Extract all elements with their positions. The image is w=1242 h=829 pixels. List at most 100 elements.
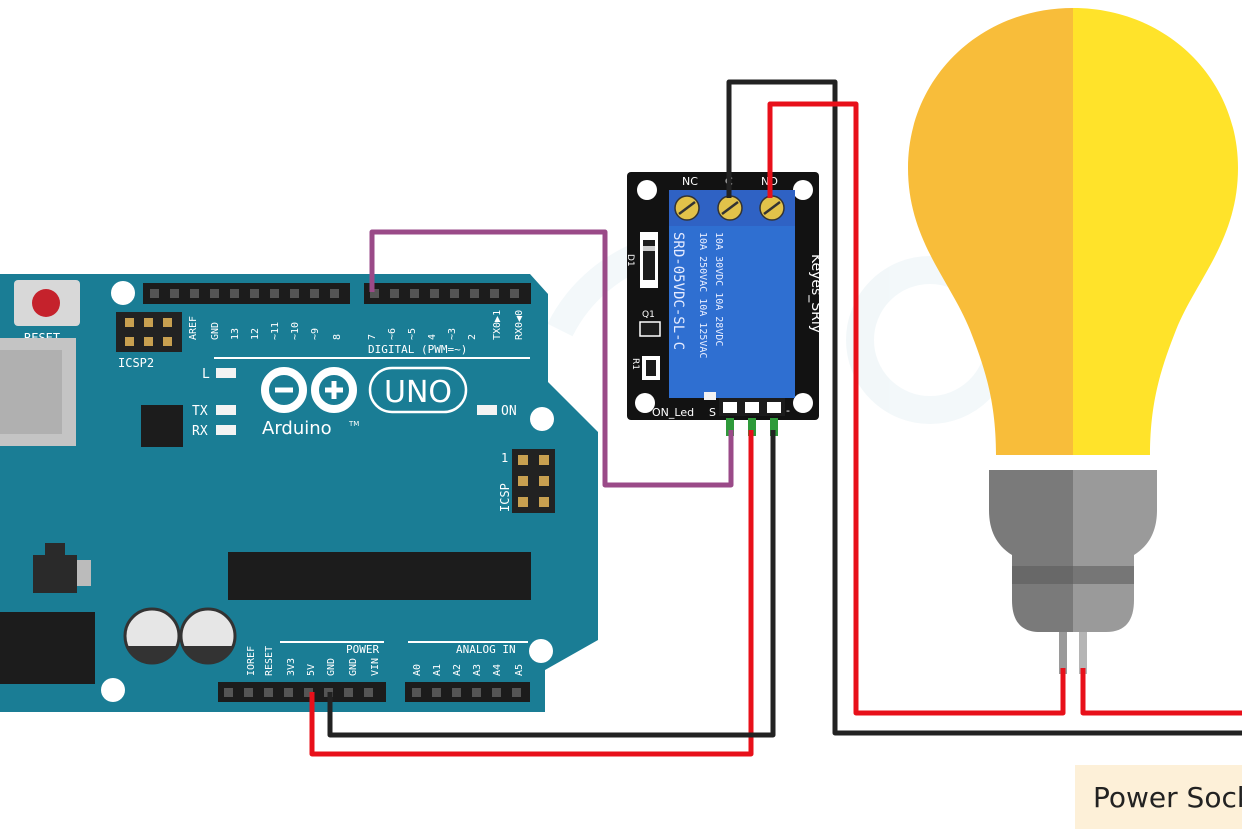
relay-module: NC C NO SRD-05VDC-SL-C 10A 250VAC 10A 12… [625,172,824,436]
analog-pin-label: A2 [452,664,463,676]
icsp-label: ICSP [498,483,512,512]
digital-pin-label: 8 [332,334,343,340]
regulator-tab [45,543,65,557]
bulb-terminal-left [1059,632,1067,674]
header-pin [432,688,441,697]
mounting-hole [530,407,554,431]
relay-hole [793,180,813,200]
board-pcb [0,274,598,712]
digital-pin-label: RX0◀0 [514,310,525,340]
on-led-label: ON_Led [652,406,694,419]
header-pin [150,289,159,298]
voltage-regulator [33,555,77,593]
digital-label: DIGITAL (PWM=~) [368,343,467,356]
digital-pin-label: 4 [427,334,438,340]
header-pin [492,688,501,697]
header-pin [364,688,373,697]
screw-terminals [674,195,785,221]
power-jack [0,612,95,684]
analog-pin-label: A0 [412,664,423,676]
regulator-pins [77,560,91,586]
header-pin [510,289,519,298]
digital-pin-label: ~6 [387,328,398,340]
mounting-hole [101,678,125,702]
header-pin [250,289,259,298]
digital-pin-label: ~10 [290,322,301,340]
bulb-glass-right [1073,8,1238,455]
header-pin [512,688,521,697]
analog-pin-label: A4 [492,664,503,676]
led-rx-label: RX [192,424,208,439]
relay-input-pins [726,418,778,436]
reset-button-cap [32,289,60,317]
header-pin [290,289,299,298]
relay-hole [635,393,655,413]
capacitor-band [127,646,177,663]
header-pin [430,289,439,298]
signal-wire-purple [369,229,734,488]
header-pin [170,289,179,298]
analog-header [405,682,530,702]
led-l-label: L [202,367,210,382]
bulb-terminal-right [1079,632,1087,674]
power-pin-label: 3V3 [286,658,297,676]
mounting-hole [111,281,135,305]
vcc-wire-red [309,430,754,757]
bulb-base-band [1012,566,1134,584]
header-pin [490,289,499,298]
digital-pin-label: 7 [367,334,378,340]
header-pin [190,289,199,298]
digital-pin-label: AREF [188,316,199,340]
relay-model-text: SRD-05VDC-SL-C [670,232,686,350]
header-pin [452,688,461,697]
led-rx [216,425,236,435]
header-pin [264,688,273,697]
usb-connector-inner [0,350,62,434]
bulb-base-right [1073,470,1157,632]
terminal-nc-label: NC [682,175,698,188]
icsp-pin1-label: 1 [501,451,508,465]
resistor-body [646,360,656,376]
return-wire-red [1080,668,1242,716]
relay-rating-line1: 10A 250VAC 10A 125VAC [697,232,708,358]
header-pin [224,688,233,697]
relay-hole [793,393,813,413]
header-pin [210,289,219,298]
gnd-pin-label: - [786,404,790,417]
uno-badge [368,366,468,414]
header-pin [270,289,279,298]
digital-header-right [364,283,531,304]
arduino-logo [261,367,357,413]
header-pin [244,688,253,697]
capacitor-band [183,646,233,663]
header-pin [472,688,481,697]
atmega-chip [228,552,531,600]
led-l [216,368,236,378]
header-pin [370,289,379,298]
analog-in-label: ANALOG IN [456,643,516,656]
r1-label: R1 [630,358,640,370]
mounting-hole [529,639,553,663]
bulb-glass-left [908,8,1073,455]
header-pin [412,688,421,697]
arduino-uno-board: RESET ICSP2 AREFGND1312~11~10~987~6~54~3… [0,274,598,712]
analog-pin-label: A1 [432,664,443,676]
digital-pin-label: 2 [467,334,478,340]
relay-brand-text: Keyes_SRly [808,254,824,333]
usb-chip [141,405,183,447]
transistor-q1 [639,321,661,337]
on-led [704,392,716,400]
led-tx [216,405,236,415]
trademark-mark: TM [348,420,359,428]
digital-pin-label: ~9 [310,328,321,340]
d1-label: D1 [625,254,635,267]
power-pin-label: RESET [264,646,275,676]
header-pin [230,289,239,298]
header-pin [450,289,459,298]
led-on-label: ON [501,404,517,419]
load-wire-red [767,101,1066,716]
header-pin [410,289,419,298]
